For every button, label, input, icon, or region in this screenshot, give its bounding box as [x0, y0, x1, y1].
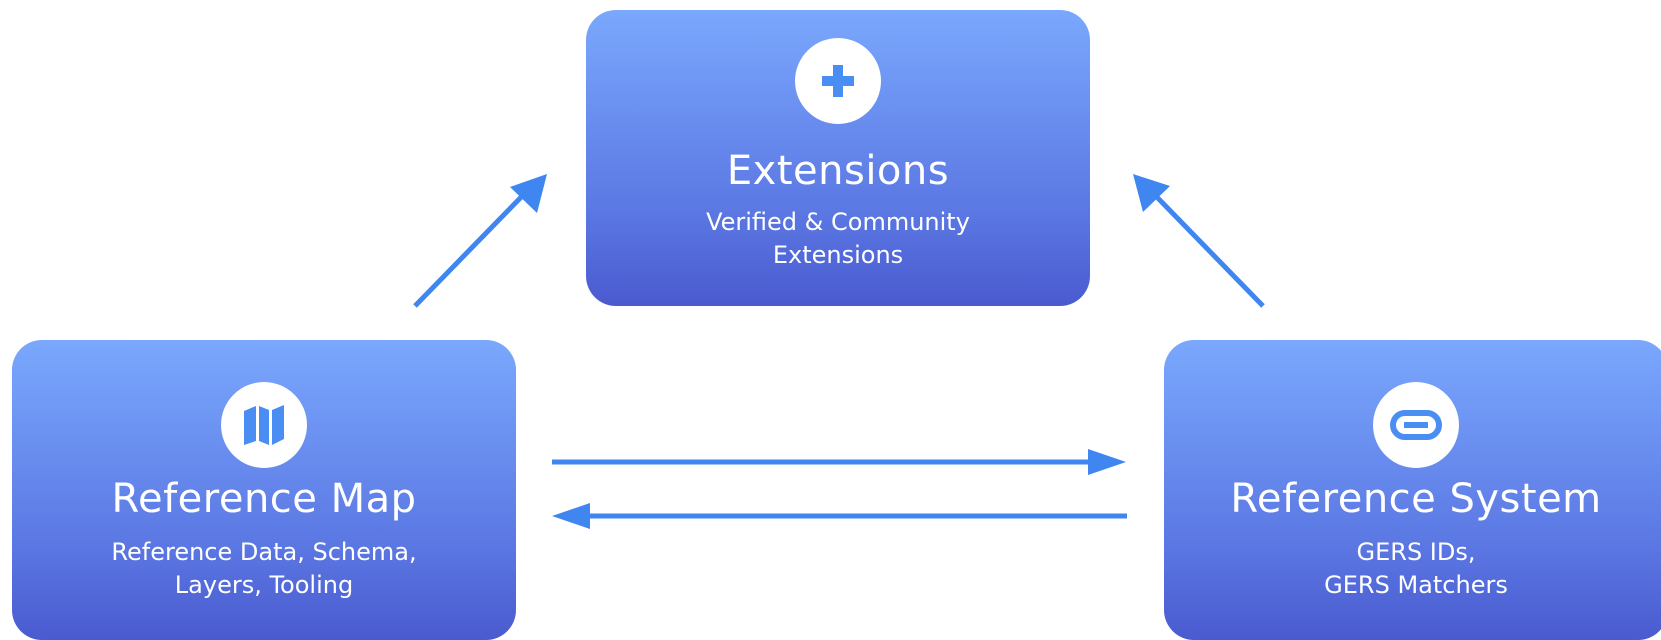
reference-map-node: Reference Map Reference Data, Schema, La… [12, 340, 516, 640]
reference-system-subtitle-line: GERS IDs, [1356, 538, 1476, 566]
reference-system-subtitle: GERS IDs, GERS Matchers [1164, 536, 1661, 602]
arrow-system-to-extensions [1133, 174, 1265, 308]
reference-map-subtitle-line: Reference Data, Schema, [111, 538, 417, 566]
reference-map-subtitle-line: Layers, Tooling [174, 571, 354, 599]
map-icon [221, 382, 307, 468]
reference-system-node: Reference System GERS IDs, GERS Matchers [1164, 340, 1661, 640]
extensions-subtitle-line: Verified & Community [706, 208, 970, 236]
reference-system-subtitle-line: GERS Matchers [1324, 571, 1508, 599]
link-icon [1373, 382, 1459, 468]
plus-icon [795, 38, 881, 124]
extensions-subtitle: Verified & Community Extensions [586, 206, 1090, 272]
extensions-subtitle-line: Extensions [772, 241, 904, 269]
arrow-system-to-map [552, 503, 1127, 529]
reference-map-title: Reference Map [111, 476, 417, 522]
reference-map-subtitle: Reference Data, Schema, Layers, Tooling [12, 536, 516, 602]
extensions-title: Extensions [726, 148, 950, 194]
reference-system-title: Reference System [1230, 476, 1602, 522]
extensions-node: Extensions Verified & Community Extensio… [586, 10, 1090, 306]
arrow-map-to-system [552, 449, 1126, 475]
arrow-map-to-extensions [413, 174, 547, 308]
